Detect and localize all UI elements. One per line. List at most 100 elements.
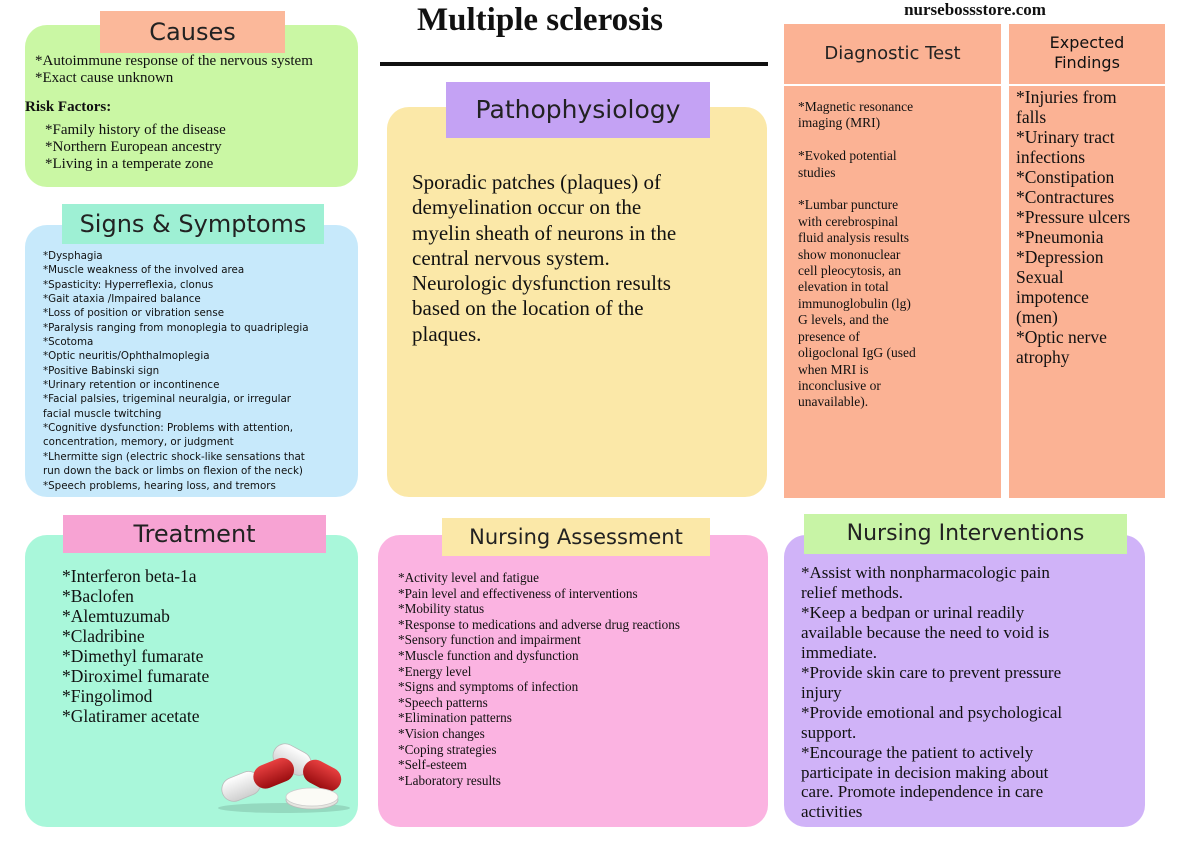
treatment-item: *Fingolimod: [62, 686, 153, 706]
interventions-line: *Provide emotional and psychological: [801, 702, 1063, 722]
interventions-line: *Keep a bedpan or urinal readily: [801, 602, 1025, 622]
assessment-item: *Laboratory results: [398, 772, 501, 788]
diagnostic-label: Diagnostic Test: [784, 24, 1001, 84]
pathophysiology-line: demyelination occur on the: [412, 195, 642, 220]
diagnostic-line: show mononuclear: [798, 246, 901, 262]
pathophysiology-text: Sporadic patches (plaques) of demyelinat…: [412, 170, 676, 347]
signs-line: *Facial palsies, trigeminal neuralgia, o…: [43, 393, 292, 406]
signs-line: *Paralysis ranging from monoplegia to qu…: [43, 321, 309, 334]
interventions-label: Nursing Interventions: [804, 514, 1127, 554]
expected-line: infections: [1016, 147, 1086, 167]
diagnostic-line: fluid analysis results: [798, 230, 909, 246]
expected-line: *Pressure ulcers: [1016, 207, 1131, 227]
signs-line: *Urinary retention or incontinence: [43, 379, 220, 392]
assessment-item: *Sensory function and impairment: [398, 632, 581, 648]
treatment-item: *Alemtuzumab: [62, 606, 170, 626]
interventions-line: activities: [801, 802, 863, 822]
risk-factor-item: *Living in a temperate zone: [45, 156, 214, 172]
assessment-item: *Elimination patterns: [398, 710, 512, 726]
signs-panel: [25, 225, 358, 497]
diagnostic-line: immunoglobulin (lg): [798, 295, 911, 311]
signs-label: Signs & Symptoms: [62, 204, 324, 244]
pills-illustration: [218, 743, 350, 813]
signs-line: *Muscle weakness of the involved area: [43, 264, 245, 277]
title-underline: [380, 62, 768, 66]
risk-factor-item: *Family history of the disease: [45, 122, 226, 138]
signs-line: *Cognitive dysfunction: Problems with at…: [43, 422, 294, 435]
diagnostic-line: inconclusive or: [798, 377, 881, 393]
expected-line: *Injuries from: [1016, 87, 1117, 107]
treatment-label: Treatment: [63, 515, 326, 553]
assessment-item: *Self-esteem: [398, 757, 467, 773]
interventions-text: *Assist with nonpharmacologic pain relie…: [801, 563, 1062, 822]
diagnostic-line: with cerebrospinal: [798, 213, 899, 229]
assessment-item: *Signs and symptoms of infection: [398, 679, 579, 695]
diagnostic-line: when MRI is: [798, 361, 869, 377]
diagnostic-line: unavailable).: [798, 394, 869, 410]
treatment-list: *Interferon beta-1a *Baclofen *Alemtuzum…: [62, 566, 209, 726]
risk-factor-item: *Northern European ancestry: [45, 139, 222, 155]
expected-line: Sexual: [1016, 267, 1064, 287]
expected-line: *Pneumonia: [1016, 227, 1104, 247]
expected-line: *Contractures: [1016, 187, 1115, 207]
expected-line: *Depression: [1016, 247, 1104, 267]
assessment-item: *Mobility status: [398, 601, 485, 617]
expected-label: Expected Findings: [1009, 24, 1165, 84]
interventions-line: *Assist with nonpharmacologic pain: [801, 563, 1050, 582]
assessment-item: *Pain level and effectiveness of interve…: [398, 585, 638, 601]
assessment-label: Nursing Assessment: [442, 518, 710, 556]
interventions-line: *Provide skin care to prevent pressure: [801, 662, 1062, 682]
expected-line: *Urinary tract: [1016, 127, 1115, 147]
diagnostic-line: G levels, and the: [798, 312, 889, 328]
risk-factors-heading: Risk Factors:: [25, 99, 112, 115]
expected-line: falls: [1016, 107, 1047, 127]
signs-line: *Speech problems, hearing loss, and trem…: [43, 479, 276, 492]
interventions-line: participate in decision making about: [801, 762, 1049, 782]
causes-item: *Exact cause unknown: [35, 69, 174, 86]
assessment-item: *Response to medications and adverse dru…: [398, 616, 680, 632]
pathophysiology-line: myelin sheath of neurons in the: [412, 220, 677, 245]
signs-line: *Positive Babinski sign: [43, 364, 160, 377]
expected-panel: [1009, 86, 1165, 498]
diagnostic-line: presence of: [798, 328, 860, 344]
risk-factors-list: *Family history of the disease *Northern…: [45, 122, 226, 173]
pathophysiology-panel: [387, 107, 767, 497]
interventions-line: *Encourage the patient to actively: [801, 742, 1034, 762]
diagnostic-line: imaging (MRI): [798, 115, 881, 131]
expected-line: *Optic nerve: [1016, 327, 1107, 347]
interventions-line: support.: [801, 722, 857, 742]
expected-text: *Injuries from falls *Urinary tract infe…: [1016, 87, 1130, 367]
pathophysiology-label: Pathophysiology: [446, 82, 710, 138]
interventions-line: immediate.: [801, 642, 878, 662]
page-title: Multiple sclerosis: [417, 2, 663, 38]
signs-line: *Gait ataxia /Impaired balance: [43, 293, 201, 306]
website-label: nursebossstore.com: [904, 0, 1046, 19]
assessment-item: *Muscle function and dysfunction: [398, 647, 579, 663]
signs-line: *Spasticity: Hyperreflexia, clonus: [43, 278, 214, 291]
diagnostic-line: studies: [798, 164, 836, 180]
pathophysiology-line: central nervous system.: [412, 245, 610, 270]
expected-line: atrophy: [1016, 347, 1070, 367]
assessment-panel: [378, 535, 768, 827]
diagnostic-line: *Lumbar puncture: [798, 197, 899, 213]
interventions-line: care. Promote independence in care: [801, 782, 1044, 802]
signs-list: *Dysphagia *Muscle weakness of the invol…: [43, 249, 309, 493]
treatment-item: *Diroximel fumarate: [62, 666, 210, 686]
pathophysiology-line: Sporadic patches (plaques) of: [412, 170, 661, 194]
causes-item: *Autoimmune response of the nervous syst…: [35, 53, 313, 69]
interventions-line: injury: [801, 682, 842, 702]
assessment-item: *Coping strategies: [398, 741, 497, 757]
interventions-line: relief methods.: [801, 582, 903, 602]
assessment-item: *Speech patterns: [398, 694, 488, 710]
causes-label: Causes: [100, 11, 285, 53]
treatment-panel: [25, 535, 358, 827]
diagnostic-line: *Evoked potential: [798, 148, 897, 164]
expected-line: *Constipation: [1016, 167, 1115, 187]
diagnostic-panel: [784, 86, 1001, 498]
signs-line: concentration, memory, or judgment: [43, 436, 234, 449]
diagnostic-line: *Magnetic resonance: [798, 99, 914, 114]
signs-line: facial muscle twitching: [43, 407, 162, 420]
signs-line: *Optic neuritis/Ophthalmoplegia: [43, 350, 210, 363]
treatment-item: *Dimethyl fumarate: [62, 646, 204, 666]
assessment-list: *Activity level and fatigue *Pain level …: [398, 570, 680, 788]
